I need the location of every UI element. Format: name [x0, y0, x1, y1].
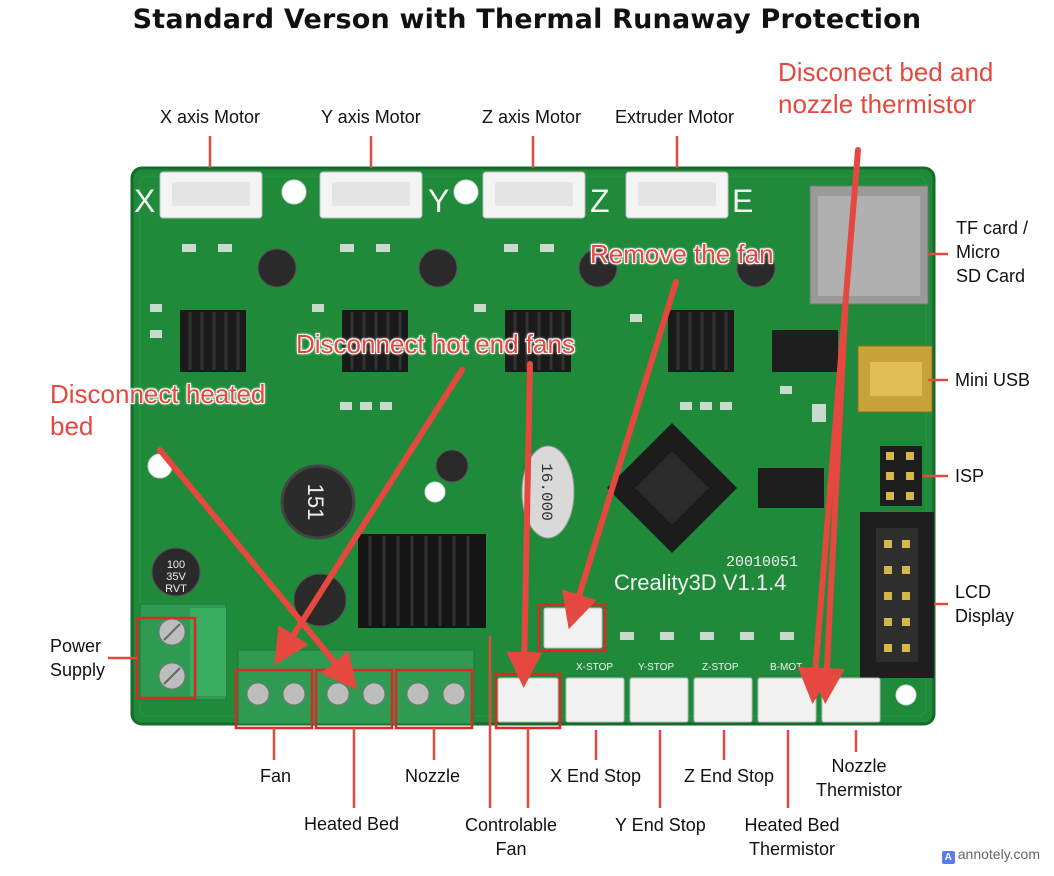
inductor: [280, 464, 356, 540]
label-nozzle-thermistor: Nozzle Thermistor: [815, 756, 902, 800]
annotation-arrows: [157, 147, 861, 704]
label-z-axis-motor: Z axis Motor: [482, 107, 582, 127]
connector-label: Y-STOP: [638, 662, 674, 673]
capacitor-text: 35V: [166, 571, 186, 583]
leader-lines: [108, 136, 948, 808]
crystal-text: 16.000: [537, 463, 555, 521]
label-isp: ISP: [955, 466, 985, 486]
axis-letter-z: Z: [590, 183, 610, 219]
label-power-supply: Power Supply: [50, 636, 106, 680]
capacitor-text: RVT: [165, 583, 187, 595]
label-extruder-motor: Extruder Motor: [615, 107, 735, 127]
label-fan: Fan: [260, 766, 292, 786]
inductor-text: 151: [303, 484, 328, 521]
label-tf-card: TF card / Micro SD Card: [956, 218, 1029, 286]
board-date-text: 20010051: [726, 554, 798, 571]
label-nozzle: Nozzle: [405, 766, 461, 786]
mount-hole: [453, 179, 479, 205]
label-controlable-fan: Controlable Fan: [464, 815, 558, 859]
annotely-logo-icon: A: [941, 851, 955, 864]
arrow-heated-bed: [157, 447, 358, 690]
crystal: [521, 445, 575, 539]
driver-chip: [758, 468, 824, 508]
page-title: Standard Verson with Thermal Runaway Pro…: [132, 4, 922, 35]
capacitor: [151, 547, 201, 597]
board-model-text: Creality3D V1.1.4: [614, 570, 786, 595]
smd-components: [150, 244, 826, 640]
axis-letter-e: E: [732, 183, 753, 219]
label-z-end-stop: Z End Stop: [684, 766, 775, 786]
capacitor: [257, 248, 776, 288]
capacitor: [435, 449, 469, 483]
mount-hole: [424, 481, 446, 503]
connector-label: X-STOP: [576, 662, 613, 673]
label-mini-usb: Mini USB: [955, 370, 1031, 390]
annotation-remove-fan: Remove the fan: [590, 239, 774, 269]
axis-letter-x: X: [134, 183, 155, 219]
label-x-end-stop: X End Stop: [550, 766, 642, 786]
connector-label: Z-STOP: [702, 662, 739, 673]
isp-header: [880, 446, 922, 506]
usb-chip: [772, 330, 838, 372]
motor-connectors: [159, 171, 729, 219]
connector-label: B-MOT: [770, 662, 802, 673]
mount-hole: [281, 179, 307, 205]
arrow-thermistor-bed: [797, 147, 861, 704]
arrow-hot-end-fan-b: [506, 361, 543, 688]
annotation-heated-bed: Disconnect heated bed: [50, 379, 266, 441]
label-heated-bed-thermistor: Heated Bed Thermistor: [744, 815, 840, 859]
axis-letter-y: Y: [428, 183, 449, 219]
label-heated-bed: Heated Bed: [304, 814, 400, 834]
lcd-header: [860, 512, 934, 678]
annotation-hot-end-fans: Disconnect hot end fans: [296, 329, 575, 359]
label-y-axis-motor: Y axis Motor: [321, 107, 421, 127]
arrow-remove-fan: [562, 279, 679, 630]
arrow-hot-end-fan-a: [274, 367, 465, 666]
annotation-disconnect-thermistor: Disconect bed and nozzle thermistor: [778, 57, 994, 119]
label-x-axis-motor: X axis Motor: [160, 107, 261, 127]
arrow-thermistor-nozzle: [808, 293, 849, 704]
capacitor-text: 100: [167, 559, 185, 571]
mount-hole: [895, 684, 917, 706]
label-y-end-stop: Y End Stop: [615, 815, 706, 835]
output-terminals: [237, 649, 475, 725]
label-lcd-display: LCD Display: [955, 582, 1015, 626]
